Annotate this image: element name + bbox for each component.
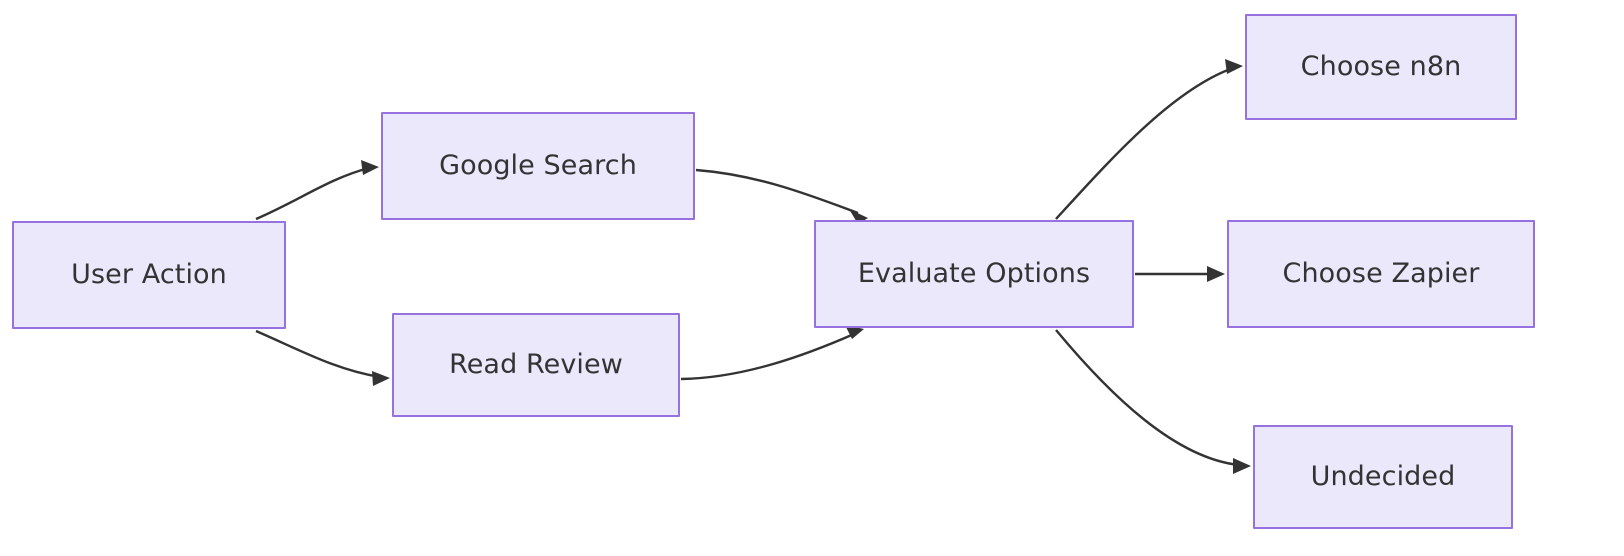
node-label: Choose Zapier xyxy=(1282,258,1480,290)
edge-line xyxy=(695,168,859,215)
node-read-review[interactable]: Read Review xyxy=(392,313,680,417)
edge-line xyxy=(680,332,855,381)
node-label: Read Review xyxy=(449,349,623,381)
edge-read-review-to-evaluate-options xyxy=(680,325,864,381)
node-label: Evaluate Options xyxy=(857,258,1091,290)
arrowhead-icon xyxy=(1225,59,1243,74)
edge-line xyxy=(1055,329,1240,467)
node-evaluate-options[interactable]: Evaluate Options xyxy=(814,220,1134,328)
node-choose-zapier[interactable]: Choose Zapier xyxy=(1227,220,1535,328)
edge-user-action-to-google-search xyxy=(255,160,379,221)
edge-evaluate-options-to-undecided xyxy=(1055,329,1251,474)
node-label: Google Search xyxy=(439,150,637,182)
node-user-action[interactable]: User Action xyxy=(12,221,286,329)
arrowhead-icon xyxy=(1233,458,1251,474)
node-undecided[interactable]: Undecided xyxy=(1253,425,1513,529)
node-label: User Action xyxy=(71,259,227,291)
edge-line xyxy=(1055,66,1234,220)
edge-google-search-to-evaluate-options xyxy=(695,168,868,224)
edge-user-action-to-read-review xyxy=(255,329,390,386)
node-google-search[interactable]: Google Search xyxy=(381,112,695,220)
node-label: Choose n8n xyxy=(1300,51,1462,83)
edge-evaluate-options-to-choose-n8n xyxy=(1055,59,1243,220)
edge-evaluate-options-to-choose-zapier xyxy=(1135,266,1225,282)
node-choose-n8n[interactable]: Choose n8n xyxy=(1245,14,1517,120)
arrowhead-icon xyxy=(361,160,379,175)
node-label: Undecided xyxy=(1310,461,1456,493)
edge-line xyxy=(255,166,370,221)
edge-line xyxy=(255,329,381,379)
arrowhead-icon xyxy=(372,371,390,386)
arrowhead-icon xyxy=(1207,266,1225,282)
